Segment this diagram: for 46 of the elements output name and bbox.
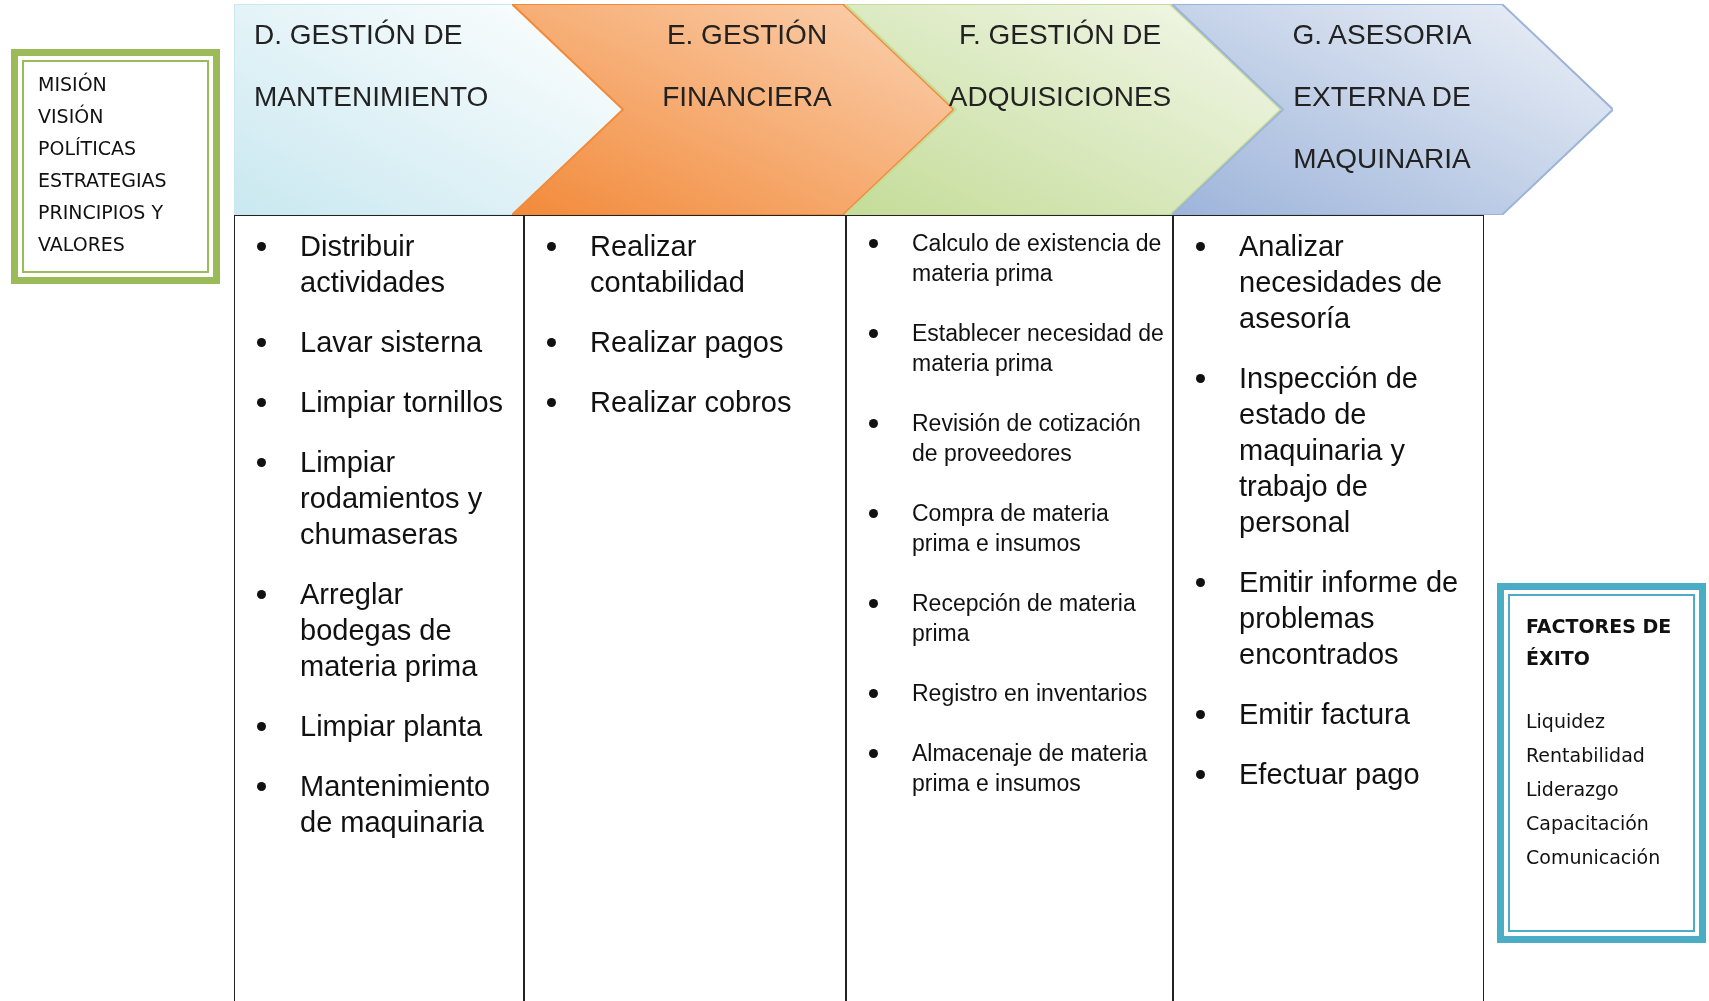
chevron-banner xyxy=(234,4,624,215)
chevron-banner xyxy=(1172,4,1613,215)
bullet-item: Calculo de existencia de materia prima xyxy=(847,228,1164,288)
bullet-item: Establecer necesidad de materia prima xyxy=(847,318,1164,378)
heading: FACTORES DE ÉXITO xyxy=(1526,614,1673,671)
bullet-item: Compra de materia prima e insumos xyxy=(847,498,1164,558)
activity-column xyxy=(1173,215,1484,1001)
bullet-item: Analizar necesidades de asesoría xyxy=(1174,228,1475,336)
list-item: Rentabilidad xyxy=(1526,743,1646,768)
chevron-title: F. GESTIÓN DE ADQUISICIONES xyxy=(947,18,1173,114)
bullet-item: Arreglar bodegas de materia prima xyxy=(235,576,515,684)
chevron-banner xyxy=(845,4,1281,215)
bullet-item: Lavar sisterna xyxy=(235,324,515,360)
bullet-item: Registro en inventarios xyxy=(847,678,1164,708)
bullet-item: Emitir factura xyxy=(1174,696,1475,732)
bullet-item: Distribuir actividades xyxy=(235,228,515,300)
chevron-title: E. GESTIÓN FINANCIERA xyxy=(661,18,833,114)
bullet-item: Almacenaje de materia prima e insumos xyxy=(847,738,1164,798)
list-item: Capacitación xyxy=(1526,811,1650,836)
bullet-item: Recepción de materia prima xyxy=(847,588,1164,648)
bullet-item: Efectuar pago xyxy=(1174,756,1475,792)
bullet-item: Realizar cobros xyxy=(525,384,837,420)
list-item: MISIÓN xyxy=(38,71,108,97)
bullet-item: Emitir informe de problemas encontrados xyxy=(1174,564,1475,672)
activity-column xyxy=(234,215,524,1001)
list-item: Comunicación xyxy=(1526,845,1662,870)
activity-column xyxy=(846,215,1173,1001)
bullet-item: Realizar contabilidad xyxy=(525,228,837,300)
bullet-item: Limpiar tornillos xyxy=(235,384,515,420)
bullet-item: Mantenimiento de maquinaria xyxy=(235,768,515,840)
bullet-item: Limpiar rodamientos y chumaseras xyxy=(235,444,515,552)
list-item: ESTRATEGIAS xyxy=(38,168,168,193)
activity-column xyxy=(524,215,846,1001)
list-item: POLÍTICAS xyxy=(38,136,138,161)
bullet-item: Inspección de estado de maquinaria y trabajo de personal xyxy=(1174,360,1475,540)
bullet-item: Revisión de cotización de proveedores xyxy=(847,408,1164,468)
chevron-title: D. GESTIÓN DE MANTENIMIENTO xyxy=(254,18,490,114)
bullet-item: Realizar pagos xyxy=(525,324,837,360)
text-frame xyxy=(1497,583,1706,943)
list-item: VISIÓN xyxy=(38,103,105,129)
list-item: PRINCIPIOS Y VALORES xyxy=(38,200,165,257)
bullet-item: Limpiar planta xyxy=(235,708,515,744)
list-item: Liquidez xyxy=(1526,709,1606,734)
chevron-title: G. ASESORIA EXTERNA DE MAQUINARIA xyxy=(1291,18,1473,176)
list-item: Liderazgo xyxy=(1526,777,1620,802)
text-frame xyxy=(11,49,220,284)
